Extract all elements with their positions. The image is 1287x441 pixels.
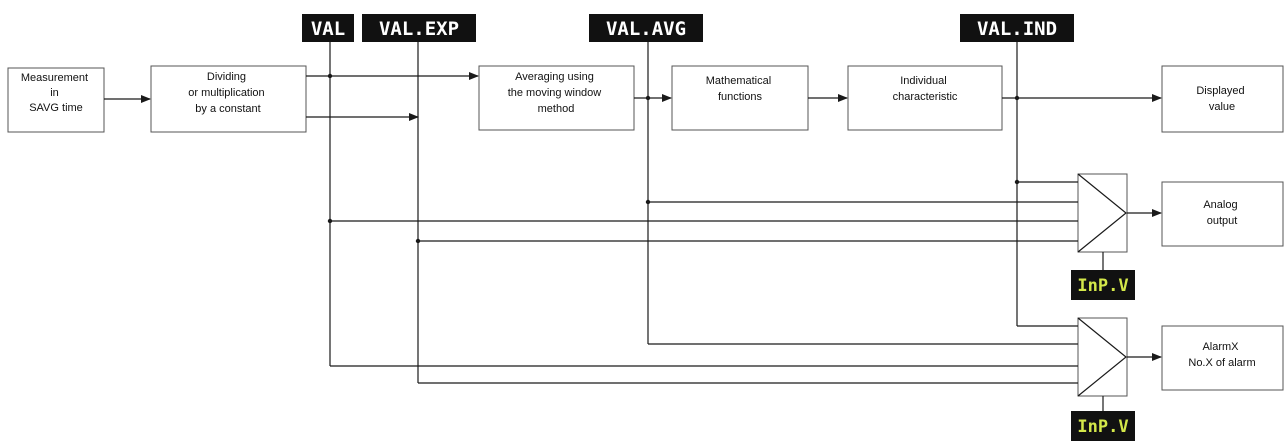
svg-text:AlarmX No.X of alarm: AlarmX No.X of alarm: [1188, 341, 1255, 369]
block-individual-line-2: characteristic: [893, 91, 958, 103]
selector-alarm: [1077, 317, 1128, 397]
block-math-line-2: functions: [718, 91, 763, 103]
block-displayed: Displayed value: [1161, 65, 1284, 133]
connection-lines: [104, 42, 1162, 411]
block-averaging: Averaging using the moving window method: [478, 65, 635, 131]
display-input-analog-text: InP.V: [1077, 276, 1128, 296]
display-input-alarm: InP.V: [1071, 411, 1135, 441]
block-displayed-line-1: Displayed: [1196, 85, 1244, 97]
block-measurement: Measurement in SAVG time: [7, 67, 105, 133]
svg-text:Dividing or multiplicati: Dividing or multiplication by a constant: [188, 71, 267, 115]
selector-analog: [1077, 173, 1128, 253]
display-input-alarm-text: InP.V: [1077, 417, 1128, 437]
display-val-avg: VAL.AVG: [589, 14, 703, 42]
block-dividing: Dividing or multiplication by a constant: [150, 65, 307, 133]
block-alarm-line-1: AlarmX: [1202, 341, 1239, 353]
block-analog-line-1: Analog: [1203, 199, 1237, 211]
block-dividing-line-3: by a constant: [195, 103, 260, 115]
display-val-exp-text: VAL.EXP: [379, 18, 459, 40]
svg-text:Individual characteristi: Individual characteristic: [893, 75, 958, 103]
svg-text:Analog output: Analog output: [1203, 199, 1240, 227]
display-val: VAL: [302, 14, 354, 42]
svg-text:Mathematical functions: Mathematical functions: [706, 75, 774, 103]
svg-text:Measurement in SAV: Measurement in SAVG time: [21, 72, 91, 114]
block-averaging-line-1: Averaging using: [515, 71, 594, 83]
block-displayed-line-2: value: [1209, 101, 1235, 113]
block-dividing-line-1: Dividing: [207, 71, 246, 83]
block-analog: Analog output: [1161, 181, 1284, 247]
block-individual-line-1: Individual: [900, 75, 946, 87]
block-averaging-line-3: method: [538, 103, 575, 115]
block-individual: Individual characteristic: [847, 65, 1003, 131]
svg-text:Displayed value: Displayed value: [1196, 85, 1247, 113]
block-measurement-line-2: in: [50, 87, 59, 99]
display-val-text: VAL: [311, 18, 345, 40]
block-math: Mathematical functions: [671, 65, 809, 131]
junction-dots: [327, 73, 1020, 244]
block-measurement-line-3: SAVG time: [29, 102, 83, 114]
block-analog-line-2: output: [1207, 215, 1238, 227]
block-measurement-line-1: Measurement: [21, 72, 88, 84]
display-input-analog: InP.V: [1071, 270, 1135, 300]
display-val-avg-text: VAL.AVG: [606, 18, 686, 40]
block-dividing-line-2: or multiplication: [188, 87, 264, 99]
block-math-line-1: Mathematical: [706, 75, 771, 87]
display-val-ind-text: VAL.IND: [977, 18, 1057, 40]
block-alarm: AlarmX No.X of alarm: [1161, 325, 1284, 391]
display-val-ind: VAL.IND: [960, 14, 1074, 42]
block-alarm-line-2: No.X of alarm: [1188, 357, 1255, 369]
block-averaging-line-2: the moving window: [508, 87, 602, 99]
svg-text:Averaging using the movi: Averaging using the moving window method: [508, 71, 605, 115]
display-val-exp: VAL.EXP: [362, 14, 476, 42]
